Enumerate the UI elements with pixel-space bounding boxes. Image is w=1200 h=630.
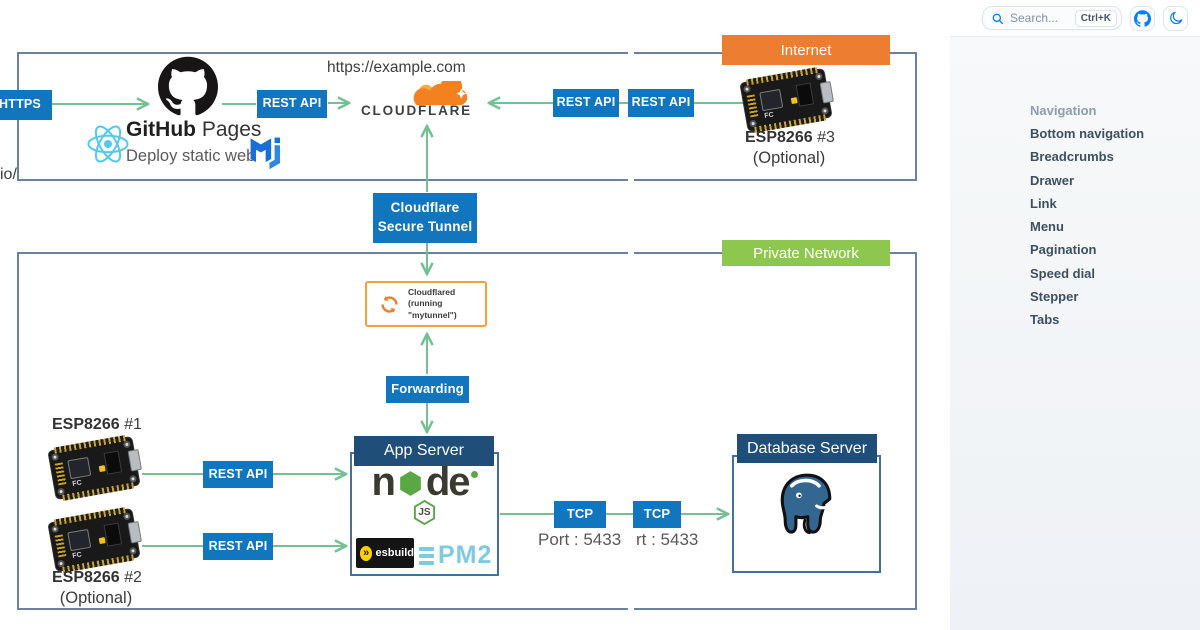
rest-api-label-esp3-a: REST API (553, 89, 619, 117)
esp1-label: ESP8266 #1 (52, 416, 142, 433)
dark-mode-toggle[interactable] (1163, 5, 1188, 31)
sidebar-item-link[interactable]: Link (1030, 195, 1057, 211)
cloudflared-line3: "mytunnel") (408, 309, 457, 320)
tunnel-line2: Secure Tunnel (377, 219, 473, 234)
rest-api-label-github-cf: REST API (257, 90, 327, 118)
cloudflare-cloud-icon (413, 81, 468, 106)
esbuild-label: esbuild (375, 547, 414, 559)
private-zone-box-left (17, 252, 628, 610)
forwarding-label: Forwarding (386, 376, 469, 403)
nodejs-logo: n de JS (352, 460, 497, 531)
example-url-text: https://example.com (327, 59, 466, 76)
cloudflare-wordmark: CLOUDFLARE (361, 103, 472, 118)
pm2-logo: PM2 (419, 543, 492, 568)
postgresql-elephant-logo (780, 473, 832, 535)
refresh-arrows-icon (381, 295, 398, 313)
github-button[interactable] (1130, 5, 1155, 31)
sidebar-item-speed-dial[interactable]: Speed dial (1030, 265, 1096, 281)
esp2-optional-note: (Optional) (59, 589, 133, 607)
search-icon (992, 13, 1004, 24)
board-led (790, 97, 798, 105)
internet-zone-label: Internet (722, 35, 890, 65)
mui-logo-icon (250, 137, 281, 170)
sidebar-item-tabs[interactable]: Tabs (1030, 312, 1060, 328)
rest-api-label-esp1: REST API (203, 461, 273, 488)
board-shield (759, 88, 784, 112)
architecture-diagram: Internet Private Network HTTPS REST API … (0, 35, 917, 610)
node-letter-n: n (371, 460, 395, 504)
https-label: HTTPS (0, 90, 52, 120)
sidebar-item-drawer[interactable]: Drawer (1030, 172, 1075, 188)
cloudflared-line1: Cloudflared (408, 287, 456, 298)
pm2-label: PM2 (438, 541, 493, 569)
github-pages-wordmark: GitHub Pages (126, 118, 261, 142)
database-server-header: Database Server (737, 434, 877, 463)
esp3-label: ESP8266 #3 (745, 129, 835, 146)
docs-header: Search... Ctrl+K (950, 0, 1200, 37)
cloudflared-text: Cloudflared (running "mytunnel") (408, 287, 457, 320)
node-hexagon-o-icon (400, 471, 421, 496)
sidebar-item-bottom-navigation[interactable]: Bottom navigation (1030, 126, 1145, 141)
esp3-optional-note: (Optional) (752, 149, 826, 167)
node-wordmark: n de (352, 460, 497, 504)
pages-text: Pages (201, 118, 262, 141)
port-text-full: Port : 5433 (538, 530, 622, 549)
node-letters-de: de (425, 460, 471, 504)
esbuild-chevron-icon: » (360, 545, 373, 561)
tunnel-line1: Cloudflare (390, 200, 460, 216)
js-hexagon-icon (413, 499, 436, 526)
search-input[interactable]: Search... Ctrl+K (982, 6, 1122, 30)
port-text-cut: rt : 5433 (636, 530, 699, 549)
github-icon (1134, 9, 1151, 27)
js-badge-text: JS (418, 507, 431, 518)
search-placeholder: Search... (1010, 11, 1059, 25)
esp2-label: ESP8266 #2 (52, 569, 142, 586)
sidebar-item-stepper[interactable]: Stepper (1030, 289, 1079, 305)
tcp-label-a: TCP (554, 501, 606, 528)
rest-api-label-esp3-b: REST API (628, 89, 694, 117)
react-logo-icon (87, 125, 129, 163)
github-io-url-fragment: io/ (0, 166, 17, 183)
rest-api-label-esp2: REST API (203, 533, 273, 560)
sidebar-item-breadcrumbs[interactable]: Breadcrumbs (1030, 149, 1114, 165)
pm2-bars-icon (419, 546, 434, 565)
node-green-dot (470, 471, 478, 478)
github-brand-text: GitHub (126, 118, 196, 141)
node-js-badge: JS (412, 499, 437, 526)
docs-sidebar-panel: Search... Ctrl+K Navigation Bottom navig… (950, 0, 1200, 630)
cloudflared-box: Cloudflared (running "mytunnel") (365, 281, 487, 327)
sidebar-item-menu[interactable]: Menu (1030, 219, 1064, 235)
github-octocat-logo (158, 56, 218, 116)
search-shortcut-badge: Ctrl+K (1074, 9, 1117, 27)
esbuild-logo: » esbuild (356, 538, 414, 568)
cloudflare-secure-tunnel-label: Cloudflare Secure Tunnel (373, 193, 477, 243)
tcp-label-b: TCP (633, 501, 681, 528)
app-server-header: App Server (354, 436, 494, 466)
cloudflared-line2: (running (408, 298, 443, 309)
sidebar-nav-list: Navigation Bottom navigation Breadcrumbs… (950, 37, 1200, 630)
private-network-zone-label: Private Network (722, 240, 890, 266)
sidebar-item-pagination[interactable]: Pagination (1030, 242, 1097, 258)
moon-icon (1169, 11, 1182, 25)
nav-section-header: Navigation (1030, 103, 1097, 118)
deploy-caption: Deploy static web (126, 147, 256, 165)
